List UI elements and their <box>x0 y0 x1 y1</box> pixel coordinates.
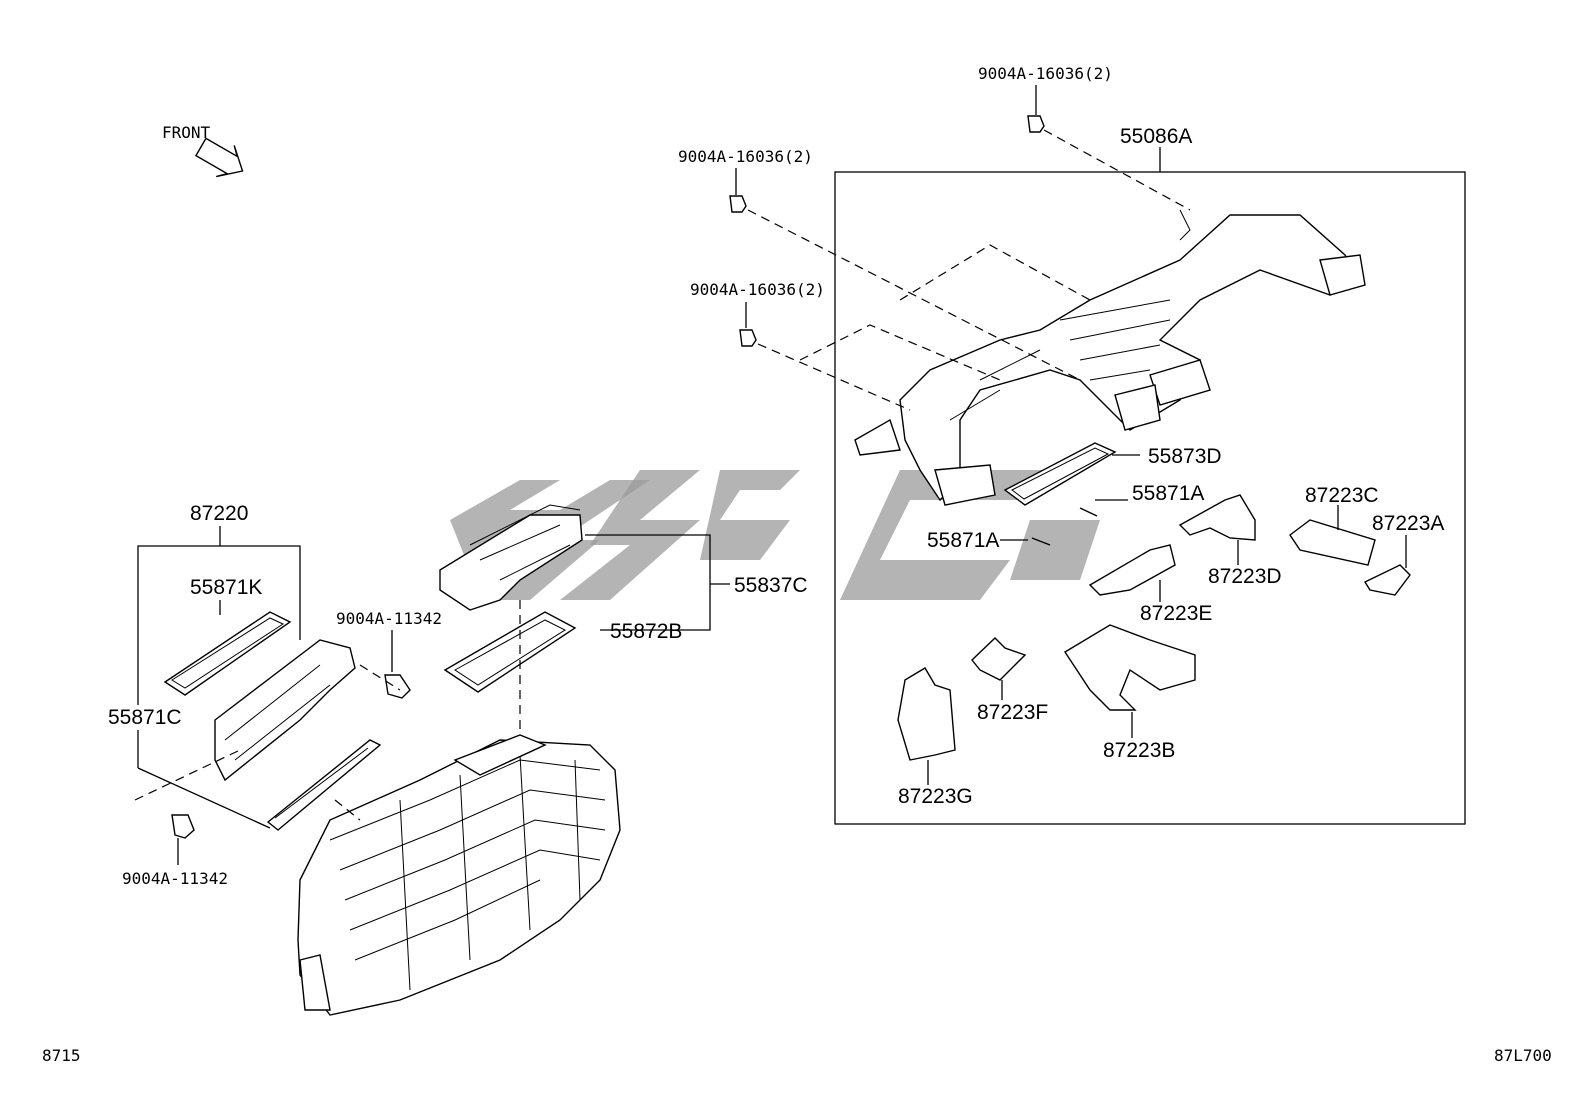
part-87223C: 87223C <box>1289 484 1379 566</box>
screw-mid-group: 9004A-11342 <box>336 609 442 699</box>
part-87220-filter-case <box>214 639 382 831</box>
part-87223G: 87223G <box>897 667 973 808</box>
label-87223B: 87223B <box>1103 739 1175 762</box>
bolt-top-group: 9004A-16036(2) <box>978 64 1191 211</box>
label-bolt-low: 9004A-16036(2) <box>690 280 825 299</box>
label-bolt-top: 9004A-16036(2) <box>978 64 1113 83</box>
front-indicator: FRONT <box>162 123 244 178</box>
label-87223E: 87223E <box>1140 602 1212 625</box>
air-duct-assembly <box>854 209 1366 506</box>
label-screw-low: 9004A-11342 <box>122 869 228 888</box>
group-87220: 87220 55871K 55871C <box>108 502 301 829</box>
screw-icon <box>171 814 195 839</box>
label-55871K: 55871K <box>190 576 262 599</box>
part-55871A-left: 55871A <box>927 529 1051 552</box>
bolt-mid-group: 9004A-16036(2) <box>678 147 1081 381</box>
part-87223A: 87223A <box>1363 512 1444 596</box>
label-87223A: 87223A <box>1372 512 1444 535</box>
label-screw-mid: 9004A-11342 <box>336 609 442 628</box>
part-55871K-gasket <box>163 611 292 696</box>
screw-low-group: 9004A-11342 <box>122 749 241 888</box>
bolt-icon <box>1027 115 1045 133</box>
part-55871A-right: 55871A <box>1079 482 1204 517</box>
label-87220: 87220 <box>190 502 248 525</box>
group-box-55086A: 55086A <box>834 125 1466 825</box>
part-87223D: 87223D <box>1178 494 1282 588</box>
label-55086A: 55086A <box>1120 125 1192 148</box>
part-55837C: 55837C <box>439 504 808 631</box>
screw-icon <box>384 674 411 699</box>
bolt-icon <box>729 195 747 213</box>
front-arrow-icon <box>194 137 244 178</box>
part-87223B: 87223B <box>1064 624 1196 762</box>
label-55871A-left: 55871A <box>927 529 999 552</box>
label-bolt-mid: 9004A-16036(2) <box>678 147 813 166</box>
part-87223F: 87223F <box>971 637 1048 724</box>
label-55871C: 55871C <box>108 706 182 729</box>
page-code-left: 8715 <box>42 1046 81 1065</box>
bolt-icon <box>739 329 757 347</box>
part-87223E: 87223E <box>1088 544 1212 625</box>
label-87223G: 87223G <box>898 785 973 808</box>
page-code-right: 87L700 <box>1494 1046 1552 1065</box>
part-55872B: 55872B <box>443 611 682 693</box>
label-55871A-right: 55871A <box>1132 482 1204 505</box>
part-55873D: 55873D <box>1003 442 1222 506</box>
label-87223F: 87223F <box>977 701 1048 724</box>
label-55872B: 55872B <box>610 620 682 643</box>
label-87223C: 87223C <box>1305 484 1379 507</box>
hvac-housing <box>297 734 621 1016</box>
bolt-low-group: 9004A-16036(2) <box>690 244 1091 411</box>
front-label: FRONT <box>162 123 211 142</box>
label-55873D: 55873D <box>1148 445 1222 468</box>
label-87223D: 87223D <box>1208 565 1282 588</box>
label-55837C: 55837C <box>734 574 808 597</box>
